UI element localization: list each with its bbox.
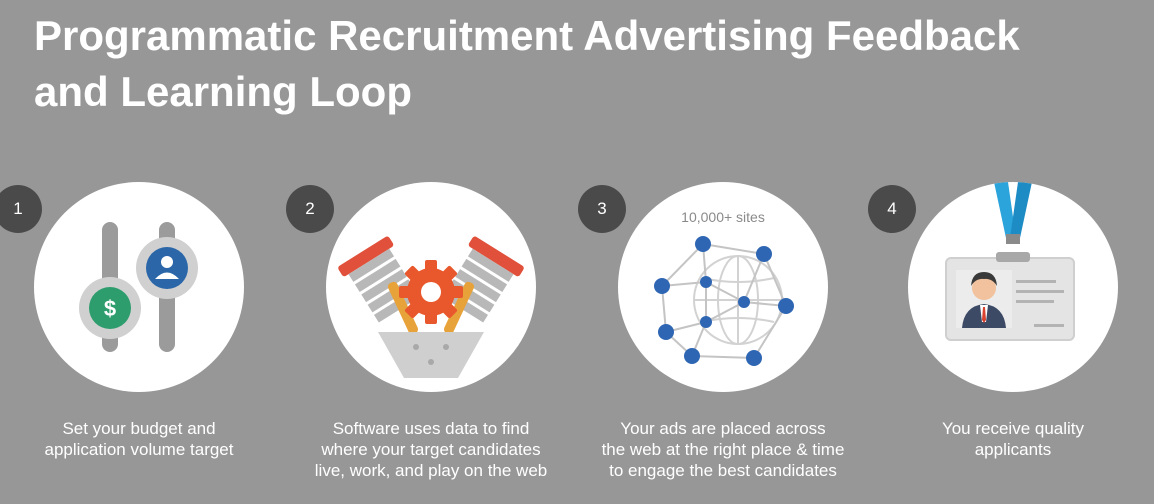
step-1-badge: 1 [0, 185, 42, 233]
svg-text:$: $ [104, 296, 116, 321]
step-4-caption: You receive quality applicants [868, 418, 1154, 460]
caption-line: Set your budget and [62, 419, 216, 438]
step-4: 4 You receive quality applicants [868, 182, 1154, 502]
step-3-circle: 10,000+ sites [618, 182, 828, 392]
caption-line: Software uses data to find [332, 419, 530, 438]
step-3: 10,000+ sites [578, 182, 868, 502]
caption-line: Your ads are placed across [620, 419, 826, 438]
network-globe-icon: 10,000+ sites [654, 209, 794, 366]
step-2-caption: Software uses data to find where your ta… [286, 418, 576, 481]
step-1-caption: Set your budget and application volume t… [0, 418, 284, 460]
step-1-circle: $ [34, 182, 244, 392]
step-4-circle [908, 182, 1118, 392]
step-4-badge: 4 [868, 185, 916, 233]
caption-line: to engage the best candidates [609, 461, 837, 480]
step-2-badge: 2 [286, 185, 334, 233]
caption-line: the web at the right place & time [601, 440, 845, 459]
step-3-caption: Your ads are placed across the web at th… [578, 418, 868, 481]
caption-line: application volume target [44, 440, 234, 459]
caption-line: applicants [974, 440, 1052, 459]
engine-gear-icon [338, 236, 524, 378]
sites-label: 10,000+ sites [681, 209, 765, 225]
budget-slider-icon: $ [79, 222, 198, 352]
page-title: Programmatic Recruitment Advertising Fee… [34, 8, 1134, 120]
caption-line: You receive quality [941, 419, 1085, 438]
title-line-1: Programmatic Recruitment Advertising Fee… [34, 12, 1020, 59]
caption-line: where your target candidates [321, 440, 541, 459]
step-3-badge: 3 [578, 185, 626, 233]
step-2-circle [326, 182, 536, 392]
step-1: $ 1 Set your budget and application volu… [0, 182, 284, 502]
caption-line: live, work, and play on the web [314, 461, 548, 480]
title-line-2: and Learning Loop [34, 68, 412, 115]
id-badge-icon [945, 182, 1075, 341]
step-2: 2 Software uses data to find where your … [286, 182, 576, 502]
